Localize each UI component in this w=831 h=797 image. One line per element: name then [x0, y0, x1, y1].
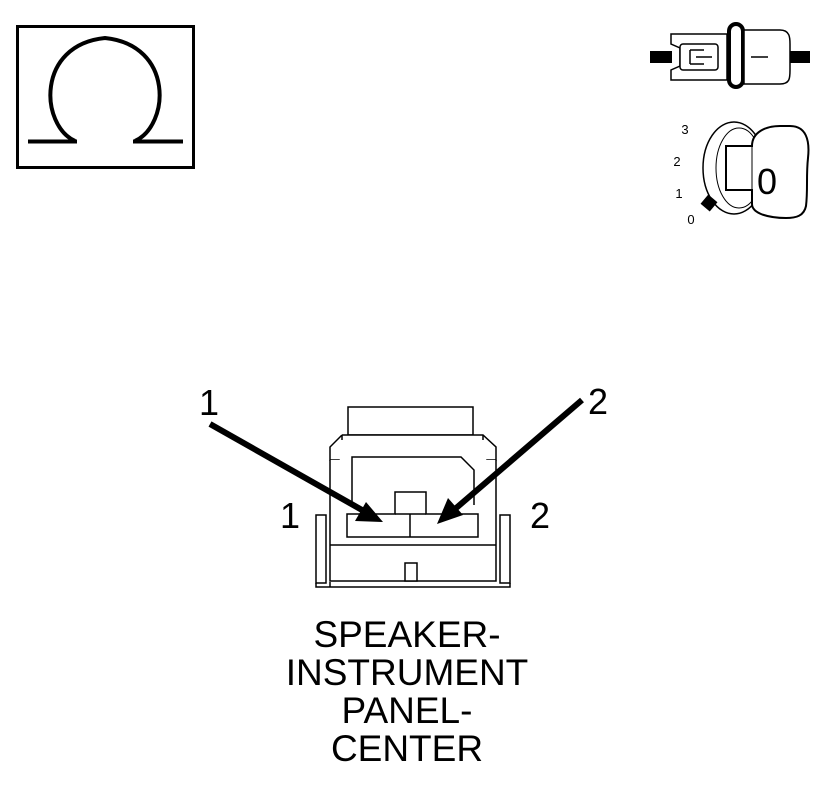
caption-line-4: CENTER: [330, 728, 484, 769]
speaker-connector-drawing: [315, 406, 511, 588]
callout-pin-2: 2: [588, 381, 608, 422]
ignition-position-2: 2: [673, 154, 680, 169]
connector-caption: SPEAKER- INSTRUMENT PANEL- CENTER: [207, 616, 607, 768]
ignition-position-3: 3: [681, 122, 688, 137]
connector-disconnected-icon: [650, 22, 810, 89]
callout-pin-1: 1: [199, 382, 219, 423]
ignition-key-label: 0: [757, 161, 777, 202]
cavity-label-1: 1: [280, 495, 300, 536]
ignition-position-0: 0: [687, 212, 694, 227]
cavity-label-2: 2: [530, 495, 550, 536]
ignition-key-icon: 0 3 2 1 0: [673, 121, 810, 227]
ohm-symbol-icon: [16, 25, 195, 169]
pin-2-arrow: [437, 397, 584, 524]
pin-1-arrow: [208, 421, 383, 522]
ignition-position-1: 1: [675, 186, 682, 201]
caption-line-2: INSTRUMENT: [285, 652, 529, 693]
caption-line-3: PANEL-: [341, 690, 473, 731]
caption-line-1: SPEAKER-: [313, 614, 501, 655]
